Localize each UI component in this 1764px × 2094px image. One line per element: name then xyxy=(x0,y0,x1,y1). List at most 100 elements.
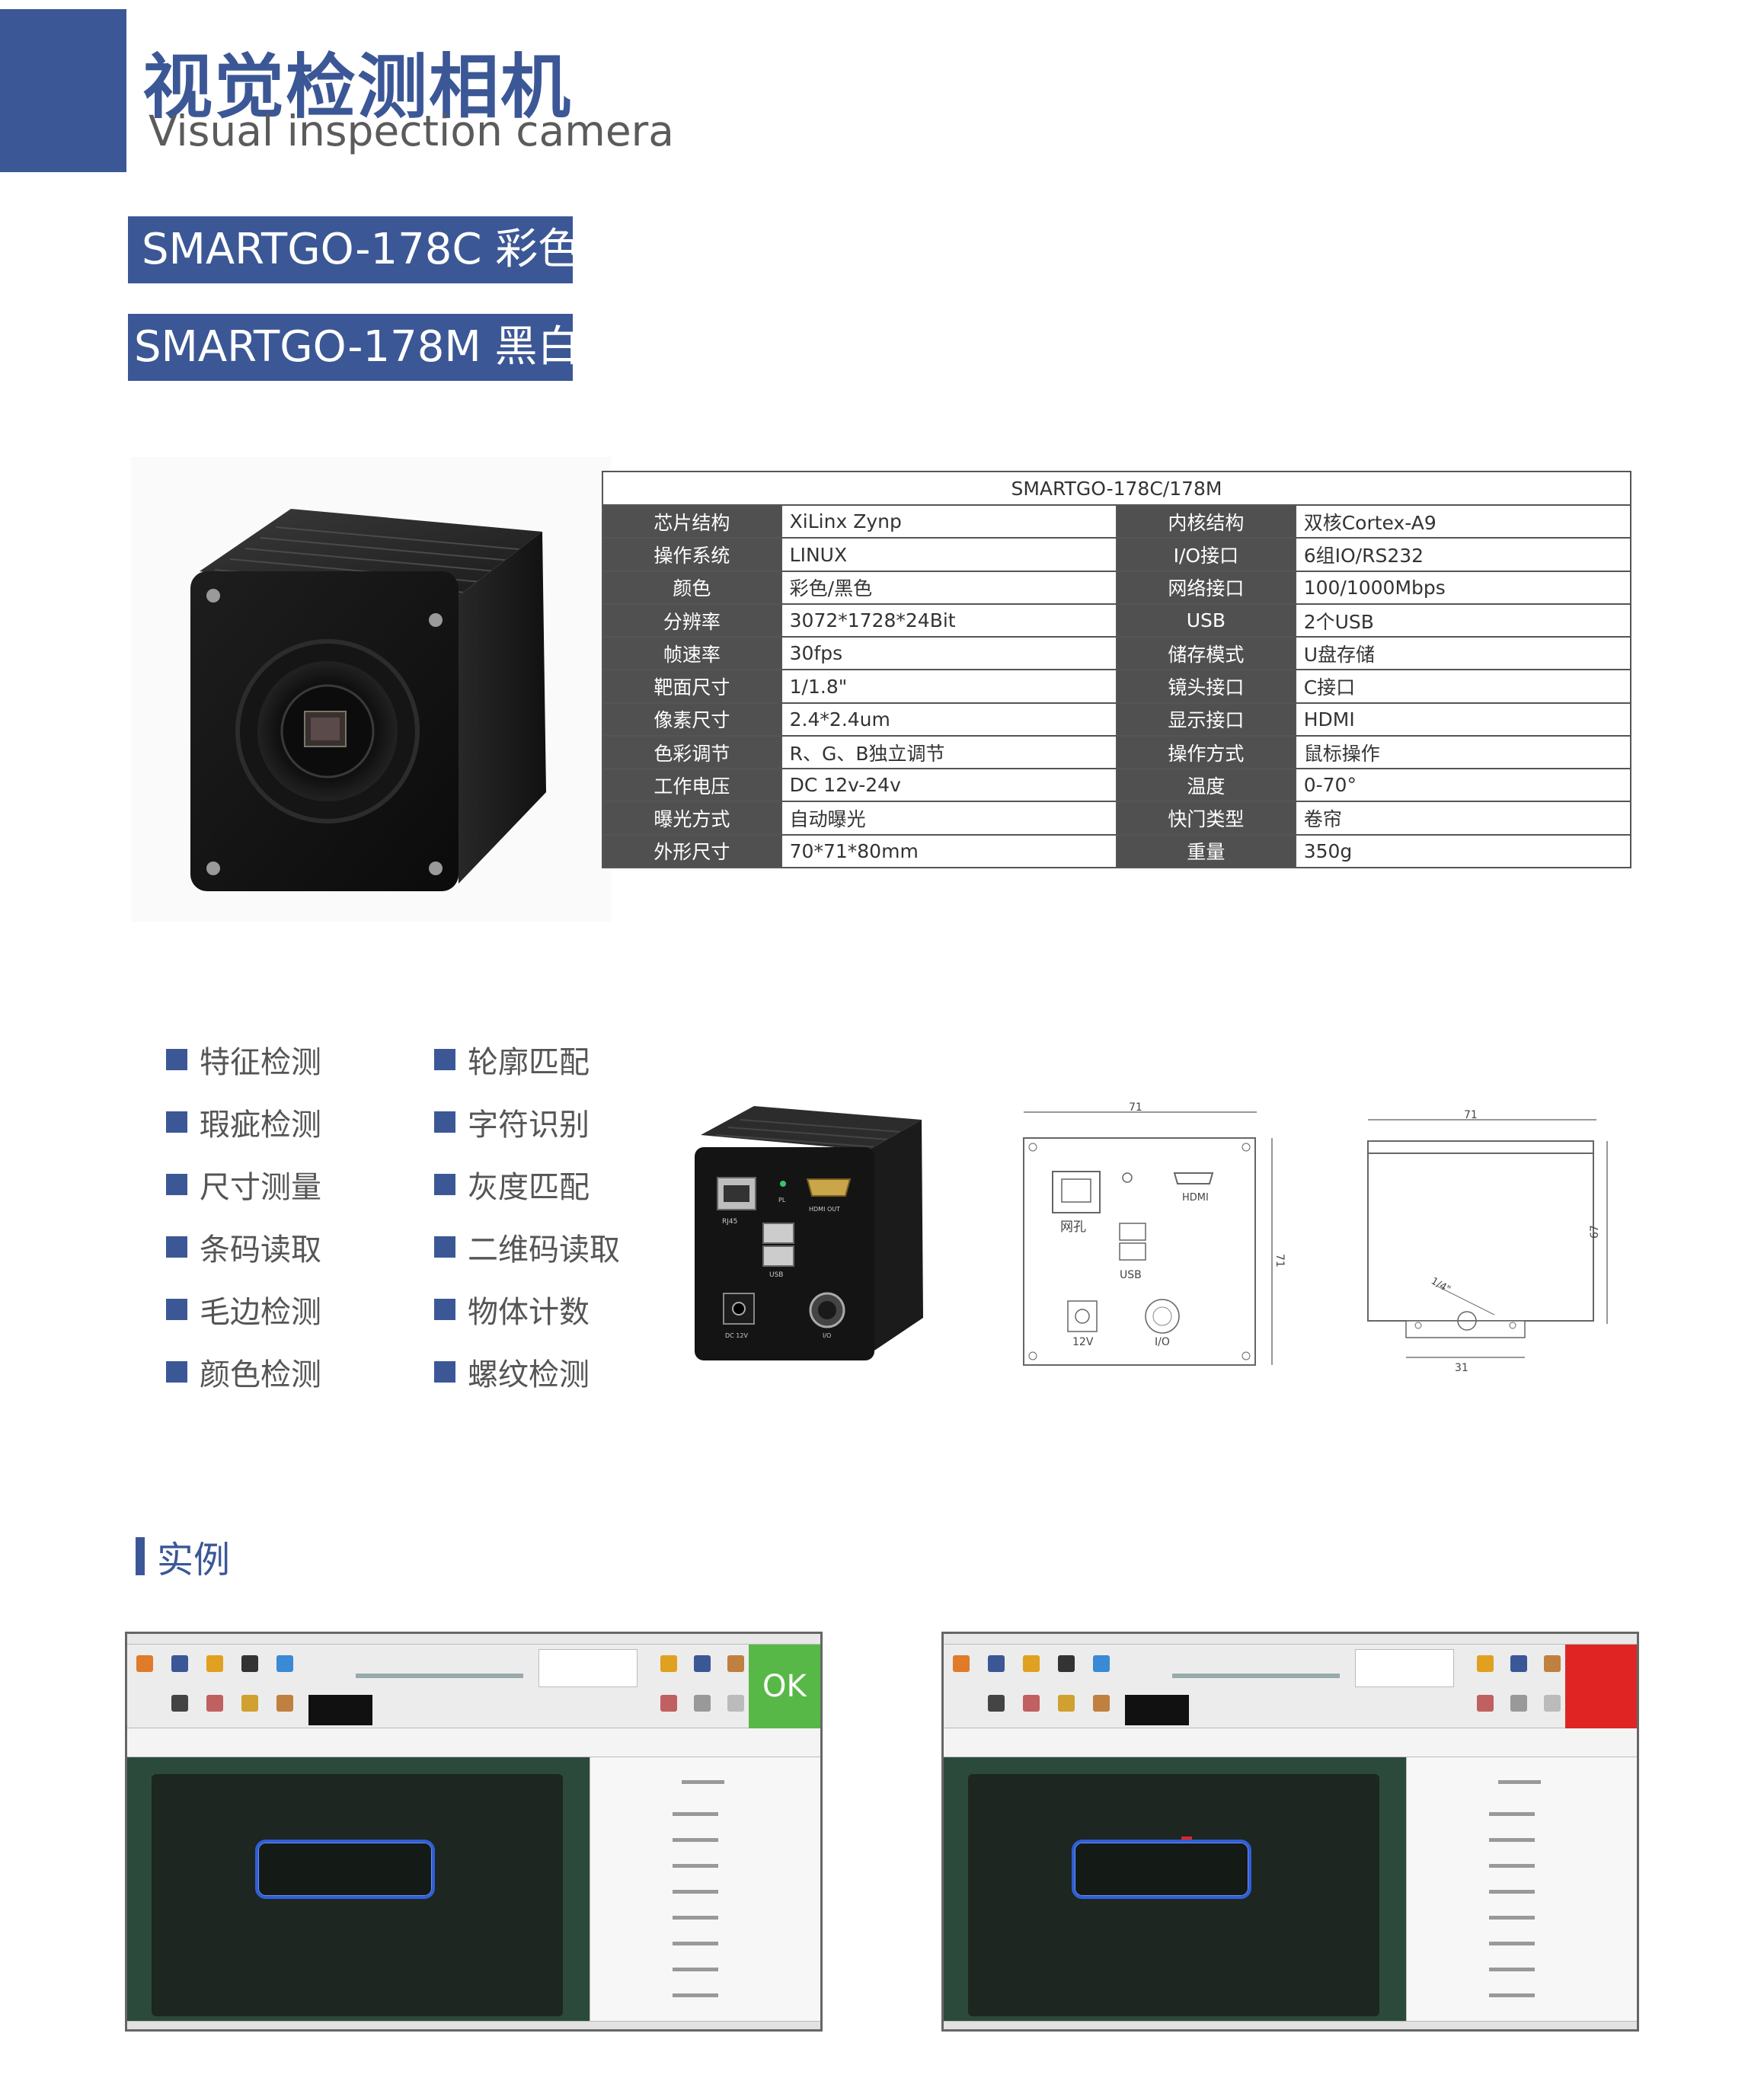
spec-value: U盘存储 xyxy=(1294,636,1632,671)
tool-icon[interactable] xyxy=(953,1655,970,1672)
detected-contour xyxy=(1072,1840,1251,1899)
table-row: 颜色 彩色/黑色 网络接口 100/1000Mbps xyxy=(602,570,1632,605)
spec-key: 曝光方式 xyxy=(602,801,782,836)
inspection-view xyxy=(944,1757,1406,2021)
port-io-label: I/O xyxy=(823,1332,831,1339)
tool-icon[interactable] xyxy=(1023,1695,1040,1712)
spec-value: 3072*1728*24Bit xyxy=(780,603,1118,638)
tool-icon[interactable] xyxy=(276,1695,293,1712)
tool-icon[interactable] xyxy=(206,1655,223,1672)
table-row: 曝光方式 自动曝光 快门类型 卷帘 xyxy=(602,801,1632,836)
tool-icon[interactable] xyxy=(1058,1695,1075,1712)
feature-item: 特征检测 xyxy=(166,1037,321,1082)
feature-item: 字符识别 xyxy=(434,1100,590,1144)
app-toolbar xyxy=(944,1645,1637,1728)
tool-icon[interactable] xyxy=(1058,1655,1075,1672)
result-text: OK xyxy=(762,1669,807,1704)
hdmi-port-label: HDMI xyxy=(1182,1192,1209,1204)
spec-key: 温度 xyxy=(1116,768,1296,803)
tool-icon[interactable] xyxy=(988,1695,1005,1712)
spec-value: 鼠标操作 xyxy=(1294,734,1632,770)
tool-icon[interactable] xyxy=(1023,1655,1040,1672)
app-toolbar xyxy=(127,1645,820,1728)
spec-value: C接口 xyxy=(1294,669,1632,704)
tool-icon[interactable] xyxy=(727,1655,744,1672)
feature-item: 轮廓匹配 xyxy=(434,1037,590,1082)
spec-value: 70*71*80mm xyxy=(780,833,1118,869)
tool-icon[interactable] xyxy=(694,1695,711,1712)
spec-value: XiLinx Zynp xyxy=(780,504,1118,539)
defect-marker xyxy=(1181,1837,1192,1840)
section-bar xyxy=(136,1537,145,1575)
app-subtoolbar xyxy=(127,1728,820,1757)
table-row: 芯片结构 XiLinx Zynp 内核结构 双核Cortex-A9 xyxy=(602,504,1632,539)
feature-label: 尺寸测量 xyxy=(200,1170,321,1205)
spec-key: 操作方式 xyxy=(1116,734,1296,770)
feature-item: 灰度匹配 xyxy=(434,1162,590,1207)
port-dc-label: DC 12V xyxy=(725,1332,748,1339)
side-width-dimension: 71 xyxy=(1464,1109,1478,1121)
model-badge-color: SMARTGO-178C 彩色 xyxy=(128,216,580,283)
bullet-square-icon xyxy=(434,1361,455,1383)
tool-icon[interactable] xyxy=(1544,1655,1561,1672)
io-port-label: I/O xyxy=(1155,1336,1170,1348)
spec-value: 100/1000Mbps xyxy=(1294,570,1632,605)
table-row: 外形尺寸 70*71*80mm 重量 350g xyxy=(602,833,1632,869)
spec-value: 350g xyxy=(1294,833,1632,869)
app-titlebar xyxy=(944,1634,1637,1645)
tool-icon[interactable] xyxy=(988,1655,1005,1672)
inspection-view xyxy=(127,1757,590,2021)
feature-item: 颜色检测 xyxy=(166,1350,321,1394)
tool-icon[interactable] xyxy=(694,1655,711,1672)
table-row: 像素尺寸 2.4*2.4um 显示接口 HDMI xyxy=(602,702,1632,737)
table-row: 分辨率 3072*1728*24Bit USB 2个USB xyxy=(602,603,1632,638)
tool-icon[interactable] xyxy=(241,1695,258,1712)
tool-icon[interactable] xyxy=(660,1655,677,1672)
tool-icon[interactable] xyxy=(241,1655,258,1672)
bullet-square-icon xyxy=(434,1111,455,1133)
feature-label: 二维码读取 xyxy=(468,1232,620,1268)
tool-icon[interactable] xyxy=(1544,1695,1561,1712)
header-accent-block xyxy=(0,9,126,172)
spec-value: 2.4*2.4um xyxy=(780,702,1118,737)
feature-item: 螺纹检测 xyxy=(434,1350,590,1394)
feature-label: 轮廓匹配 xyxy=(468,1045,590,1080)
spec-value: R、G、B独立调节 xyxy=(780,734,1118,770)
spec-key: 网络接口 xyxy=(1116,570,1296,605)
tool-icon[interactable] xyxy=(171,1695,188,1712)
tool-icon[interactable] xyxy=(1093,1655,1110,1672)
tool-icon[interactable] xyxy=(660,1695,677,1712)
tool-icon[interactable] xyxy=(206,1695,223,1712)
spec-key: USB xyxy=(1116,603,1296,638)
tool-icon[interactable] xyxy=(1510,1655,1527,1672)
app-statusbar xyxy=(127,2021,820,2029)
tool-icon[interactable] xyxy=(727,1695,744,1712)
example-screenshot-ok: OK xyxy=(125,1632,823,2032)
feature-label: 物体计数 xyxy=(468,1295,590,1330)
spec-key: 像素尺寸 xyxy=(602,702,782,737)
bullet-square-icon xyxy=(166,1236,187,1258)
spec-value: 自动曝光 xyxy=(780,801,1118,836)
bottom-dimension: 31 xyxy=(1455,1362,1468,1374)
spec-key: 芯片结构 xyxy=(602,504,782,539)
tool-icon[interactable] xyxy=(1477,1695,1494,1712)
feature-item: 条码读取 xyxy=(166,1225,321,1269)
result-indicator: OK xyxy=(749,1645,820,1728)
tool-icon[interactable] xyxy=(1093,1695,1110,1712)
spec-value: 彩色/黑色 xyxy=(780,570,1118,605)
camera-back-photo: RJ45 PL HDMI OUT USB DC 12V I/O xyxy=(678,1089,960,1371)
port-hdmi-label: HDMI OUT xyxy=(809,1206,840,1213)
spec-value: 1/1.8" xyxy=(780,669,1118,704)
tool-icon[interactable] xyxy=(1477,1655,1494,1672)
tool-icon[interactable] xyxy=(136,1655,153,1672)
histogram-preview xyxy=(308,1695,372,1725)
led-label: PL xyxy=(778,1197,786,1204)
bullet-square-icon xyxy=(434,1049,455,1070)
page-subtitle: Visual inspection camera xyxy=(149,107,674,155)
tool-icon[interactable] xyxy=(171,1655,188,1672)
side-height-dimension: 67 xyxy=(1589,1225,1601,1239)
spec-value: 0-70° xyxy=(1294,768,1632,803)
tool-icon[interactable] xyxy=(276,1655,293,1672)
tool-icon[interactable] xyxy=(1510,1695,1527,1712)
feature-item: 尺寸测量 xyxy=(166,1162,321,1207)
